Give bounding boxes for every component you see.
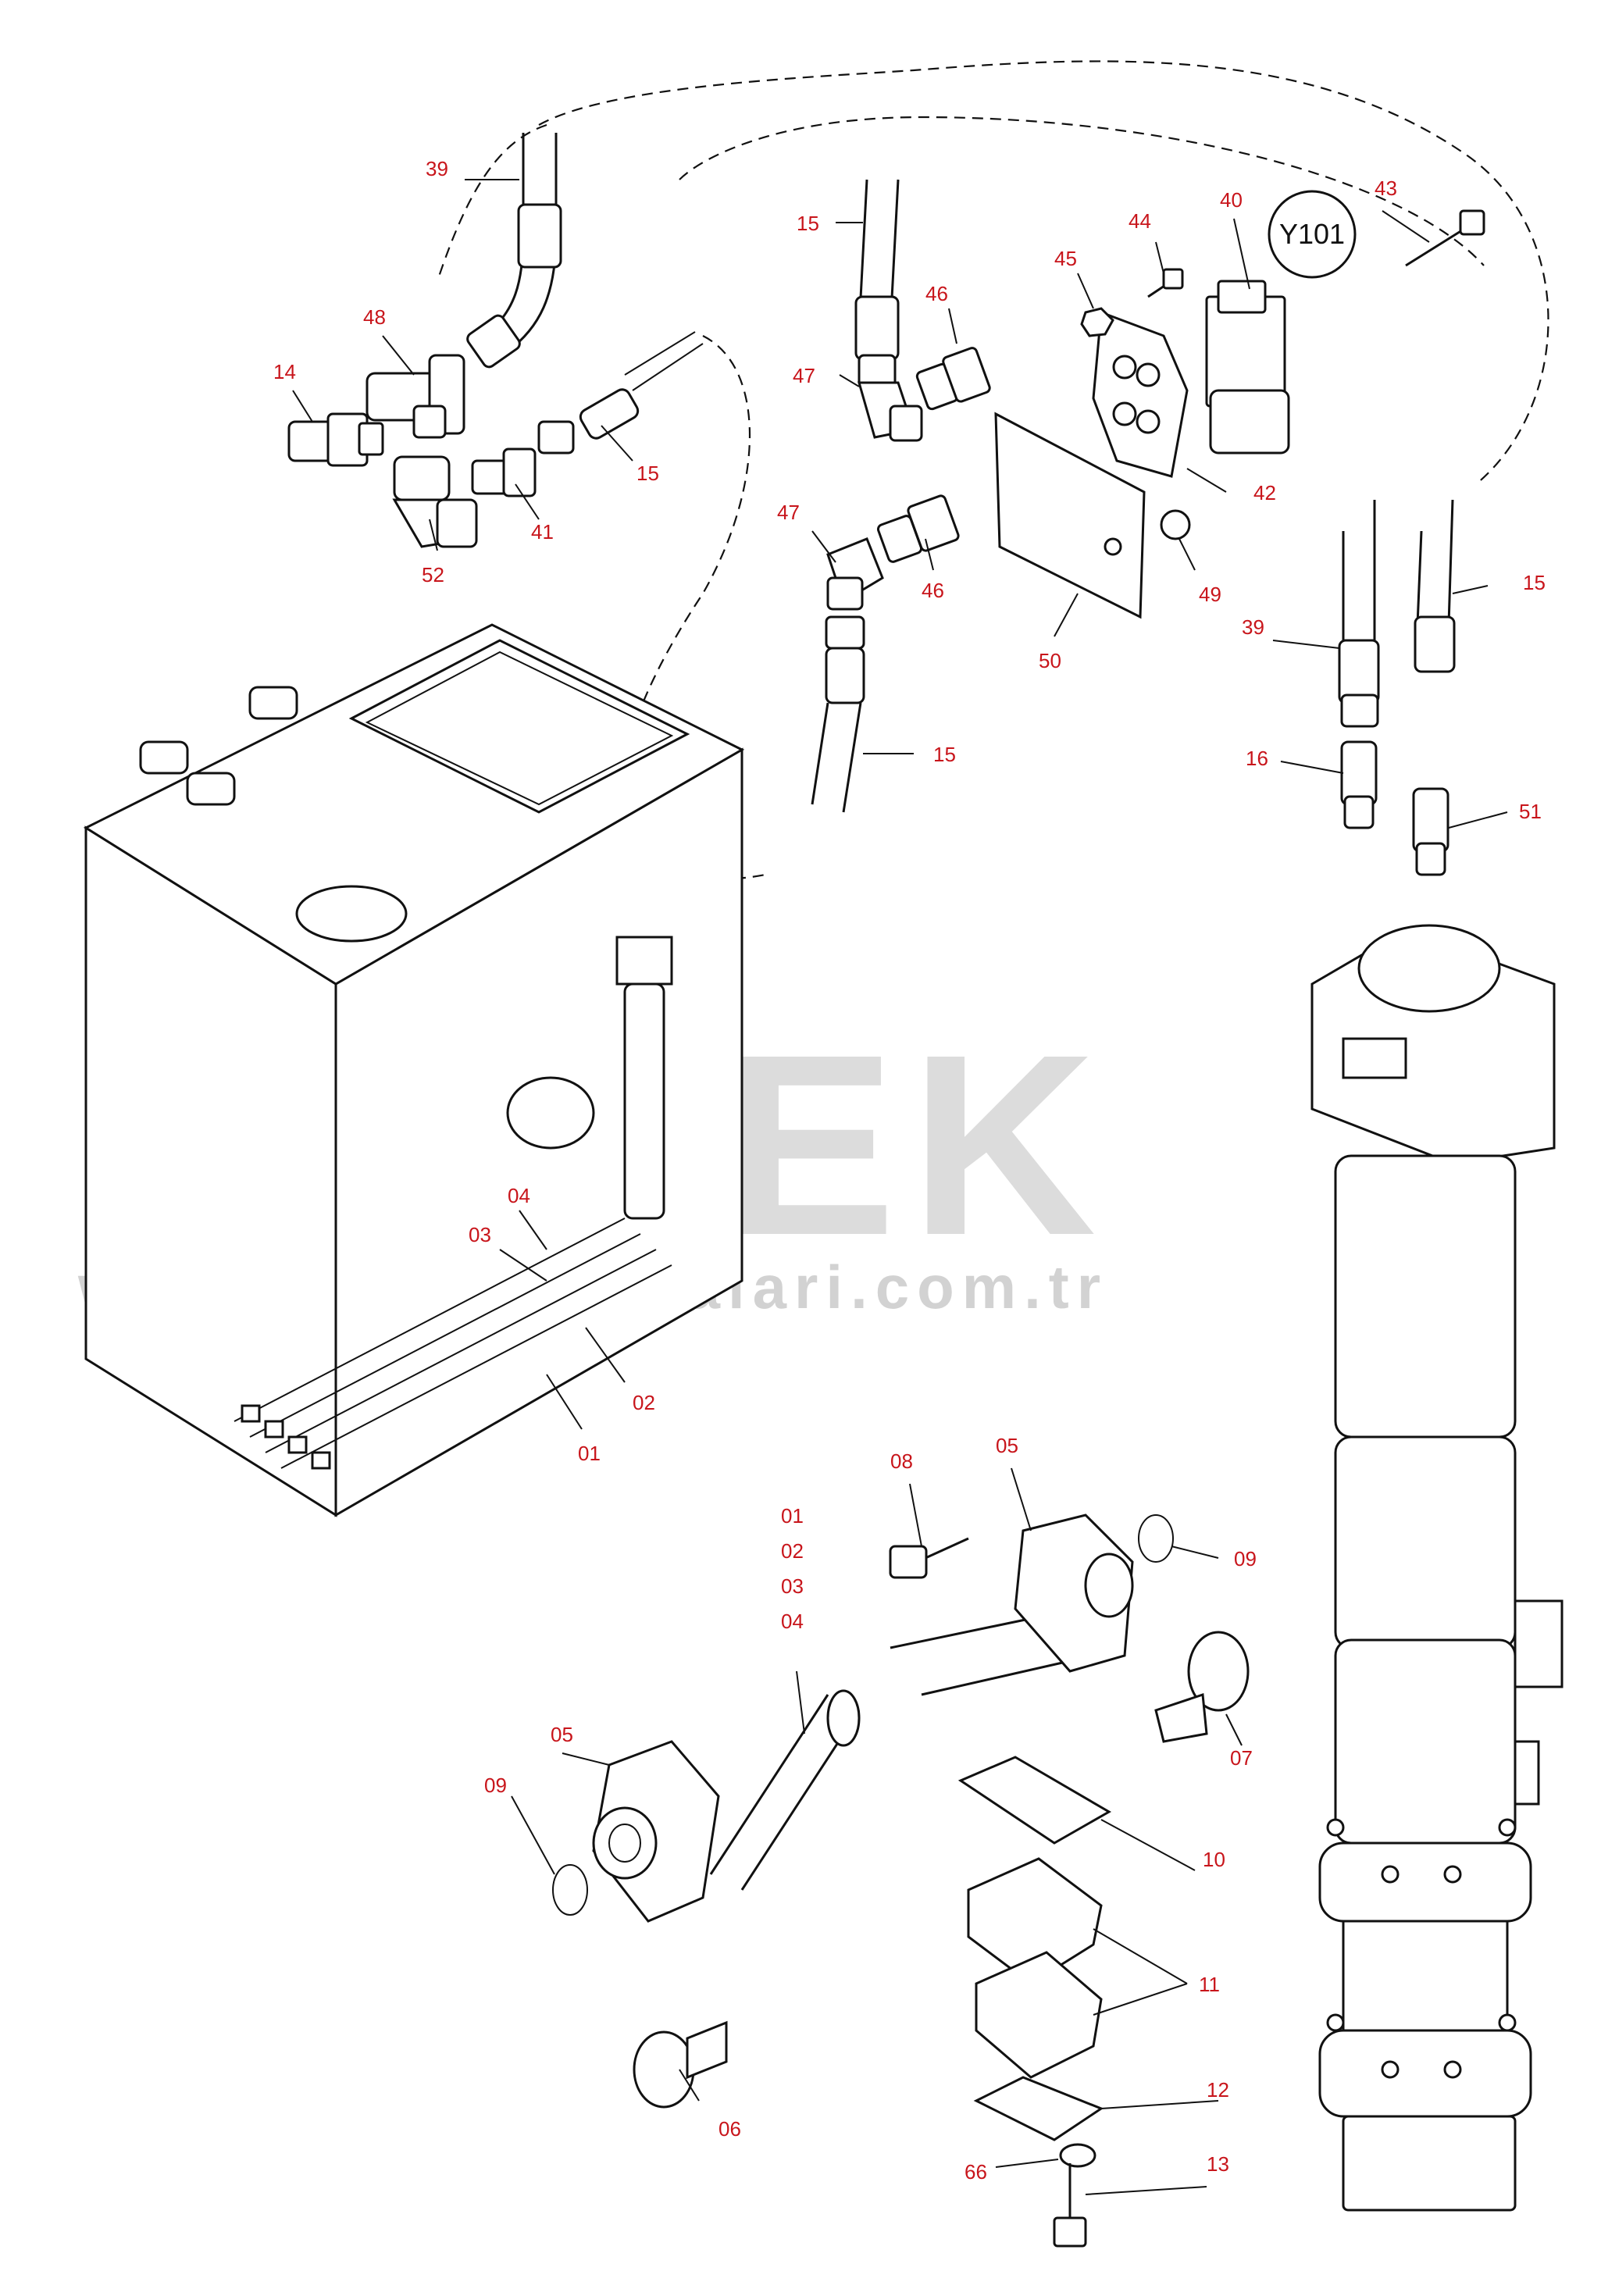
callout-39: 39 bbox=[426, 157, 448, 180]
clamp-halves-11 bbox=[967, 1857, 1103, 2079]
bolt-13 bbox=[1053, 2163, 1087, 2248]
callout-labels: 39 48 14 52 41 15 15 47 46 45 44 40 43 4… bbox=[273, 157, 1546, 2184]
bolt-44 bbox=[1147, 268, 1184, 298]
coupling-16 bbox=[1340, 740, 1378, 829]
adapter-41 bbox=[471, 447, 537, 497]
pipe-01-04 bbox=[709, 1689, 861, 1891]
manifold-plate-42 bbox=[1092, 310, 1189, 478]
callout-15: 15 bbox=[636, 462, 659, 485]
flange-05-upper bbox=[890, 1513, 1134, 1696]
washer-66 bbox=[1059, 2143, 1096, 2168]
hose-15-upper-middle bbox=[854, 179, 900, 388]
callout-44: 44 bbox=[1129, 209, 1151, 233]
callout-16: 16 bbox=[1246, 747, 1268, 770]
callout-13: 13 bbox=[1207, 2152, 1229, 2176]
callout-41: 41 bbox=[531, 520, 554, 544]
callout-05: 05 bbox=[996, 1434, 1018, 1457]
callout-42: 42 bbox=[1253, 481, 1276, 504]
dashed-routes bbox=[436, 60, 1549, 880]
elbow-47-lower bbox=[826, 537, 884, 611]
flange-05-lower bbox=[592, 1740, 720, 1923]
callout-43: 43 bbox=[1375, 176, 1397, 200]
callout-47: 47 bbox=[793, 364, 815, 387]
callout-11: 11 bbox=[1199, 1973, 1220, 1996]
elbow-47-upper bbox=[858, 381, 923, 442]
clamp-plate-10 bbox=[957, 1756, 1111, 1845]
callout-02: 02 bbox=[633, 1391, 655, 1414]
cylinder-assembly bbox=[1310, 924, 1564, 2212]
callout-01: 01 bbox=[781, 1504, 804, 1528]
hose-15-center bbox=[811, 615, 865, 813]
callout-46: 46 bbox=[925, 282, 948, 305]
callout-05: 05 bbox=[551, 1723, 573, 1746]
leader-lines bbox=[292, 179, 1508, 2195]
callout-48: 48 bbox=[363, 305, 386, 329]
cover-plate-12 bbox=[973, 2076, 1104, 2141]
y101-symbol: Y101 bbox=[1268, 190, 1357, 279]
nipple-14 bbox=[287, 412, 384, 467]
callout-14: 14 bbox=[273, 360, 296, 383]
callout-51: 51 bbox=[1519, 800, 1542, 823]
suction-pipe-assembly bbox=[234, 936, 673, 1470]
hose-39-right bbox=[1338, 500, 1380, 728]
callout-39: 39 bbox=[1242, 615, 1264, 639]
callout-06: 06 bbox=[718, 2117, 741, 2141]
callout-04: 04 bbox=[781, 1610, 804, 1633]
callout-10: 10 bbox=[1203, 1848, 1225, 1871]
callout-03: 03 bbox=[781, 1574, 804, 1598]
callout-40: 40 bbox=[1220, 188, 1243, 212]
callout-07: 07 bbox=[1230, 1746, 1253, 1770]
callout-09: 09 bbox=[484, 1774, 507, 1797]
solenoid-valve-40 bbox=[1205, 280, 1290, 455]
callout-50: 50 bbox=[1039, 649, 1061, 672]
callout-03: 03 bbox=[469, 1223, 491, 1246]
y101-label: Y101 bbox=[1279, 218, 1345, 250]
callout-09: 09 bbox=[1234, 1547, 1257, 1570]
coupling-51 bbox=[1412, 787, 1449, 876]
callout-52: 52 bbox=[422, 563, 444, 586]
callout-45: 45 bbox=[1054, 247, 1077, 270]
hose-15-fitting-top bbox=[537, 331, 704, 455]
callout-47: 47 bbox=[777, 501, 800, 524]
cap-07 bbox=[1154, 1631, 1250, 1743]
callout-46: 46 bbox=[922, 579, 944, 602]
callout-15: 15 bbox=[797, 212, 819, 235]
bolt-43 bbox=[1405, 209, 1485, 267]
callout-04: 04 bbox=[508, 1184, 530, 1207]
bolt-08 bbox=[889, 1537, 969, 1579]
connector-46-upper bbox=[915, 347, 991, 411]
o-ring-09-lower bbox=[552, 1864, 588, 1916]
callout-12: 12 bbox=[1207, 2078, 1229, 2102]
cap-06 bbox=[633, 2020, 728, 2109]
tee-fitting-48 bbox=[365, 354, 465, 439]
callout-15: 15 bbox=[933, 743, 956, 766]
callout-15: 15 bbox=[1523, 571, 1546, 594]
plug-49 bbox=[1160, 509, 1191, 540]
nut-45 bbox=[1080, 307, 1114, 337]
elbow-52 bbox=[392, 455, 478, 548]
callout-66: 66 bbox=[965, 2160, 987, 2184]
callout-49: 49 bbox=[1199, 583, 1221, 606]
callout-08: 08 bbox=[890, 1449, 913, 1473]
connector-46-lower bbox=[876, 494, 960, 563]
callout-01: 01 bbox=[578, 1442, 601, 1465]
hose-39-upper bbox=[466, 133, 562, 369]
o-ring-09-upper bbox=[1138, 1514, 1174, 1563]
hose-15-right bbox=[1414, 499, 1456, 673]
callout-02: 02 bbox=[781, 1539, 804, 1563]
mounting-plate-50 bbox=[994, 412, 1146, 619]
